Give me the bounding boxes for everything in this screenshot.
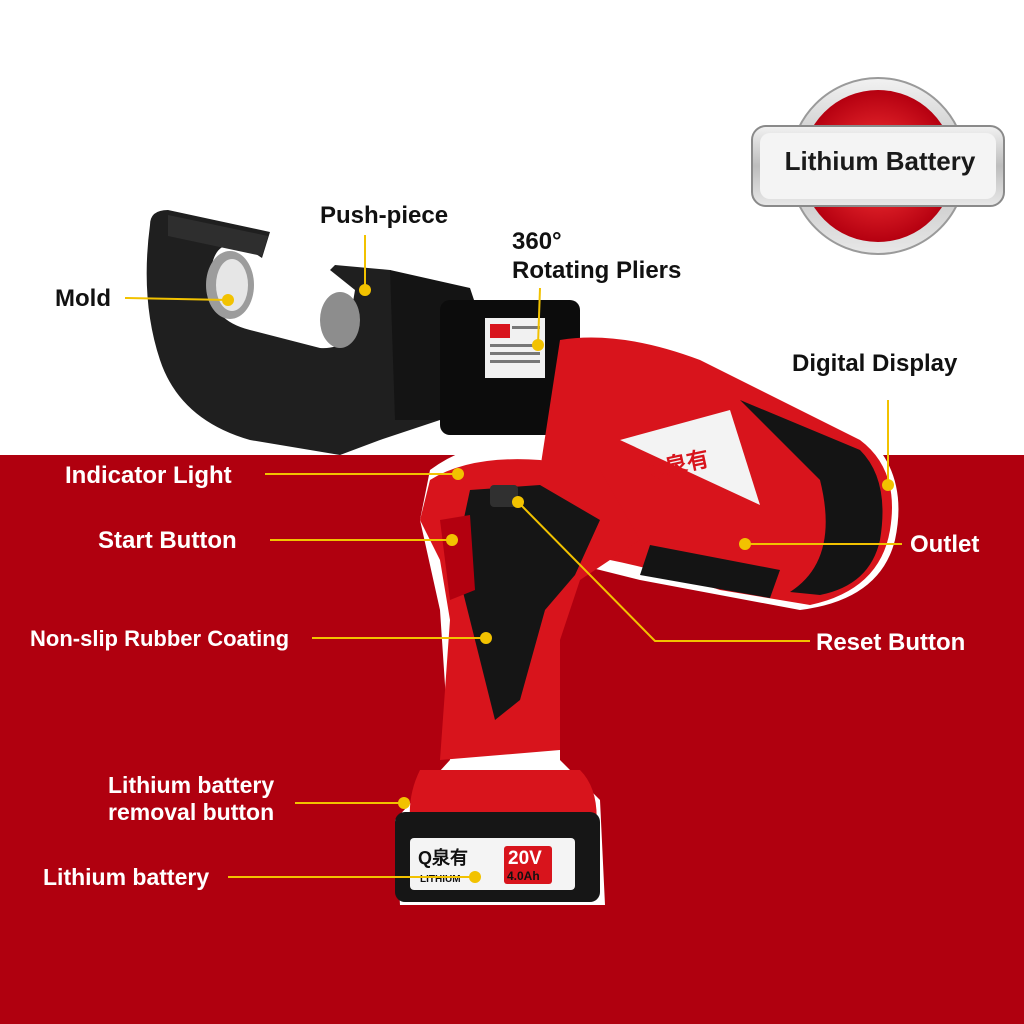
dot-reset-button bbox=[512, 496, 524, 508]
brand-plate bbox=[620, 410, 760, 505]
battery-type: LITHIUM bbox=[420, 874, 461, 885]
body-rear-panel bbox=[740, 400, 883, 595]
battery-capacity: 4.0Ah bbox=[507, 869, 540, 883]
reset-button-shape bbox=[490, 485, 518, 507]
label-digital-display: Digital Display bbox=[792, 350, 958, 377]
label-battery-removal-line1: Lithium battery bbox=[108, 772, 275, 798]
crimp-head bbox=[146, 210, 580, 455]
rubber-grip bbox=[455, 485, 600, 720]
dot-non-slip bbox=[480, 632, 492, 644]
dot-digital-display bbox=[882, 479, 894, 491]
label-outlet: Outlet bbox=[910, 531, 980, 558]
line-mold bbox=[124, 297, 229, 301]
label-rotating-pliers-line1: 360° bbox=[512, 228, 562, 255]
label-rotating-pliers-line2: Rotating Pliers bbox=[512, 257, 682, 284]
label-battery-removal-line2: removal button bbox=[108, 799, 275, 825]
label-start-button: Start Button bbox=[98, 527, 237, 554]
line-reset-button bbox=[517, 501, 810, 642]
badge-title: Lithium Battery bbox=[784, 146, 976, 176]
line-rotating-pliers bbox=[537, 287, 541, 346]
label-non-slip: Non-slip Rubber Coating bbox=[30, 626, 290, 651]
push-piece-die bbox=[320, 292, 360, 348]
battery-pack bbox=[395, 812, 600, 902]
dot-mold bbox=[222, 294, 234, 306]
label-indicator-light: Indicator Light bbox=[65, 462, 232, 489]
battery-logo: Q泉有 bbox=[418, 848, 469, 868]
label-push-piece: Push-piece bbox=[320, 202, 449, 229]
dot-rotating-pliers bbox=[532, 339, 544, 351]
dot-indicator-light bbox=[452, 468, 464, 480]
label-mold: Mold bbox=[55, 285, 111, 312]
dot-push-piece bbox=[359, 284, 371, 296]
dot-start-button bbox=[446, 534, 458, 546]
dot-battery-removal bbox=[398, 797, 410, 809]
badge-plate-inner bbox=[760, 133, 996, 199]
label-reset-button: Reset Button bbox=[816, 629, 966, 656]
battery-voltage: 20V bbox=[508, 848, 542, 869]
label-lithium-battery: Lithium battery bbox=[43, 864, 210, 890]
dot-outlet bbox=[739, 538, 751, 550]
dot-lithium-battery bbox=[469, 871, 481, 883]
